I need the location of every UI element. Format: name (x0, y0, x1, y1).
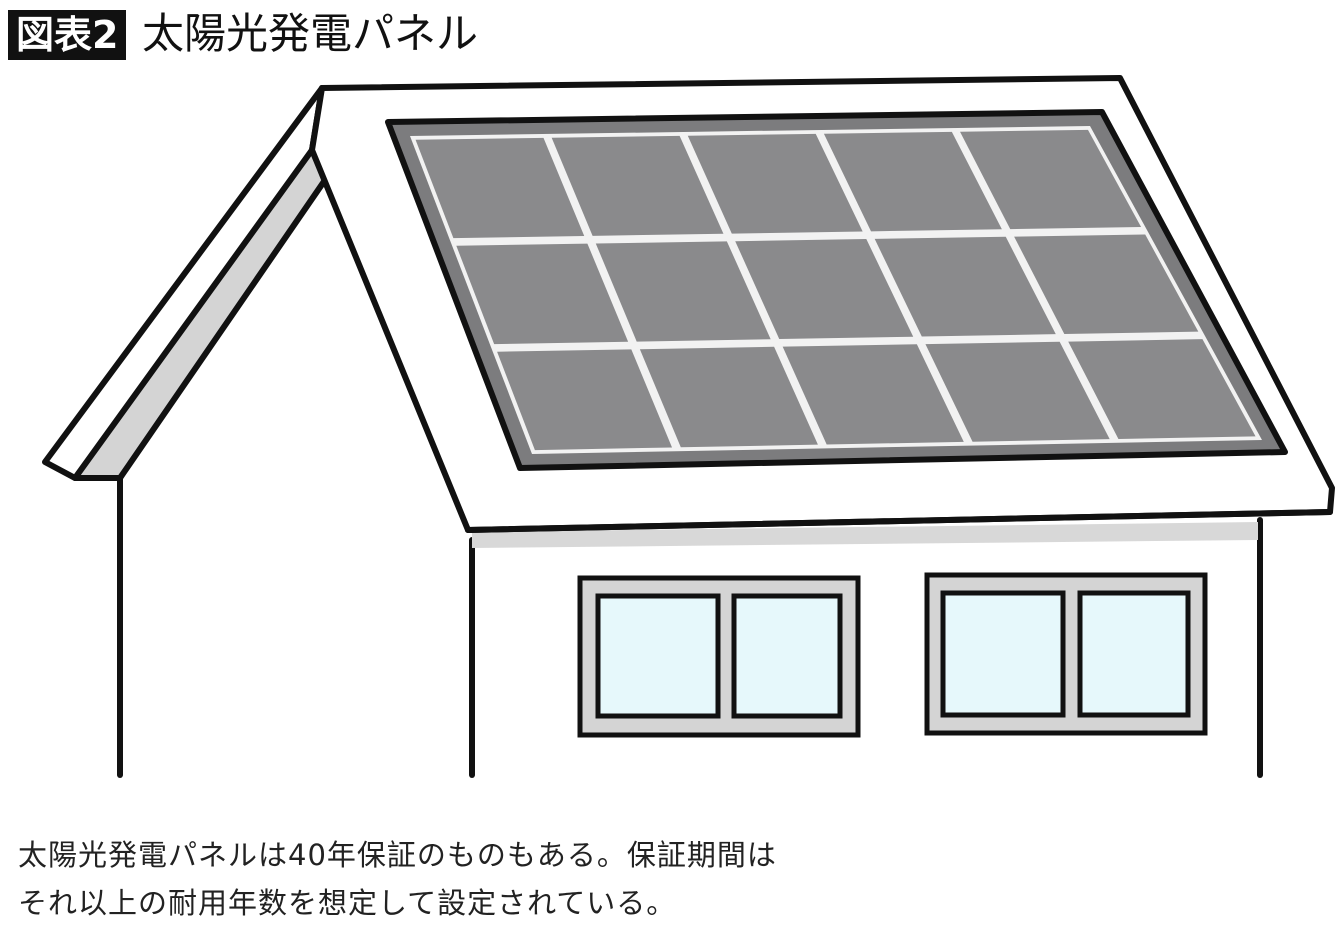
solar-cell (639, 346, 818, 448)
eave-shadow (472, 522, 1258, 548)
solar-cell (925, 341, 1110, 442)
figure-title: 太陽光発電パネル (142, 9, 479, 58)
window-right (924, 572, 1208, 736)
solar-cells (410, 126, 1262, 454)
solar-cell (415, 137, 585, 239)
solar-cell (687, 133, 863, 234)
gable-underside (72, 147, 328, 481)
solar-cell (960, 129, 1142, 230)
roof-edge (465, 509, 1333, 533)
solar-cell (1014, 234, 1199, 335)
solar-cell (735, 239, 914, 340)
solar-cell (782, 344, 964, 445)
window-left (577, 575, 861, 738)
solar-cell (823, 131, 1002, 232)
solar-cell (1068, 339, 1256, 439)
gable-roof-edge (42, 85, 325, 481)
caption-line-1: 太陽光発電パネルは40年保証のものもある。保証期間は (18, 838, 777, 872)
solar-cell (874, 236, 1056, 337)
solar-cell (497, 349, 673, 451)
solar-cell (595, 241, 771, 342)
solar-cell (456, 243, 629, 345)
figure-badge: 図表2 (8, 10, 127, 60)
caption-line-2: それ以上の耐用年数を想定して設定されている。 (18, 886, 677, 920)
solar-cell (551, 135, 724, 236)
